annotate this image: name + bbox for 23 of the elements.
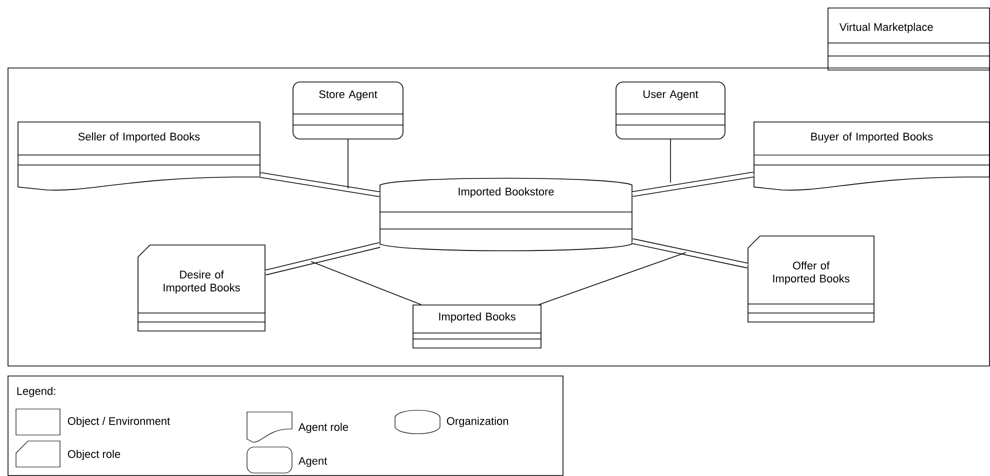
object-box: Imported Books [412, 304, 542, 348]
double-link [264, 242, 380, 276]
agent-role-box: Seller of Imported Books [18, 122, 260, 191]
connector-line [670, 139, 671, 184]
double-link [632, 238, 748, 268]
connector-line [310, 261, 422, 305]
object-role-box: Offer of Imported Books [748, 236, 874, 322]
organization-box: Imported Bookstore [380, 178, 632, 252]
environment-box: Virtual Marketplace [828, 8, 990, 70]
connector-line [538, 252, 686, 305]
agent-box: User Agent [616, 82, 726, 140]
legend-label: Agent [298, 457, 328, 467]
legend-label: Agent role [298, 422, 348, 434]
agent-role-box: Buyer of Imported Books [754, 122, 990, 191]
legend-label: Organization [446, 416, 508, 428]
legend-label: Object / Environment [68, 416, 170, 428]
agent-box: Store Agent [292, 82, 404, 140]
legend-title: Legend: [17, 386, 56, 398]
double-link [632, 172, 754, 197]
environment-frame [8, 68, 990, 366]
legend-label: Object role [68, 450, 120, 460]
double-link [260, 172, 380, 197]
object-role-box: Desire of Imported Books [138, 244, 266, 332]
